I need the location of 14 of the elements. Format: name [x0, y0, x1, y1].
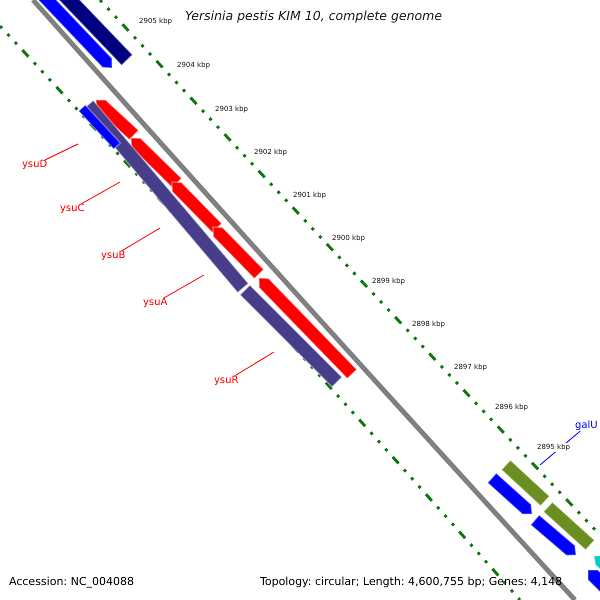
title: Yersinia pestis KIM 10, complete genome	[185, 10, 442, 22]
leader-line	[44, 144, 78, 160]
info-text: Accession: NC_004088	[9, 576, 134, 587]
gene-label: ysuR	[214, 376, 238, 386]
leader-line	[80, 182, 120, 204]
gene-label: ysuD	[22, 160, 48, 170]
gene-label: ysuA	[143, 298, 168, 308]
leader-line	[121, 228, 160, 252]
gene-label: ysuB	[101, 251, 126, 261]
info-text: Topology: circular; Length: 4,600,755 bp; Genes: 4,148	[260, 576, 562, 587]
leader-line	[163, 274, 204, 298]
gene-label: galU	[575, 421, 598, 431]
gene-label: ysuC	[60, 204, 84, 214]
leader-line	[234, 352, 274, 376]
